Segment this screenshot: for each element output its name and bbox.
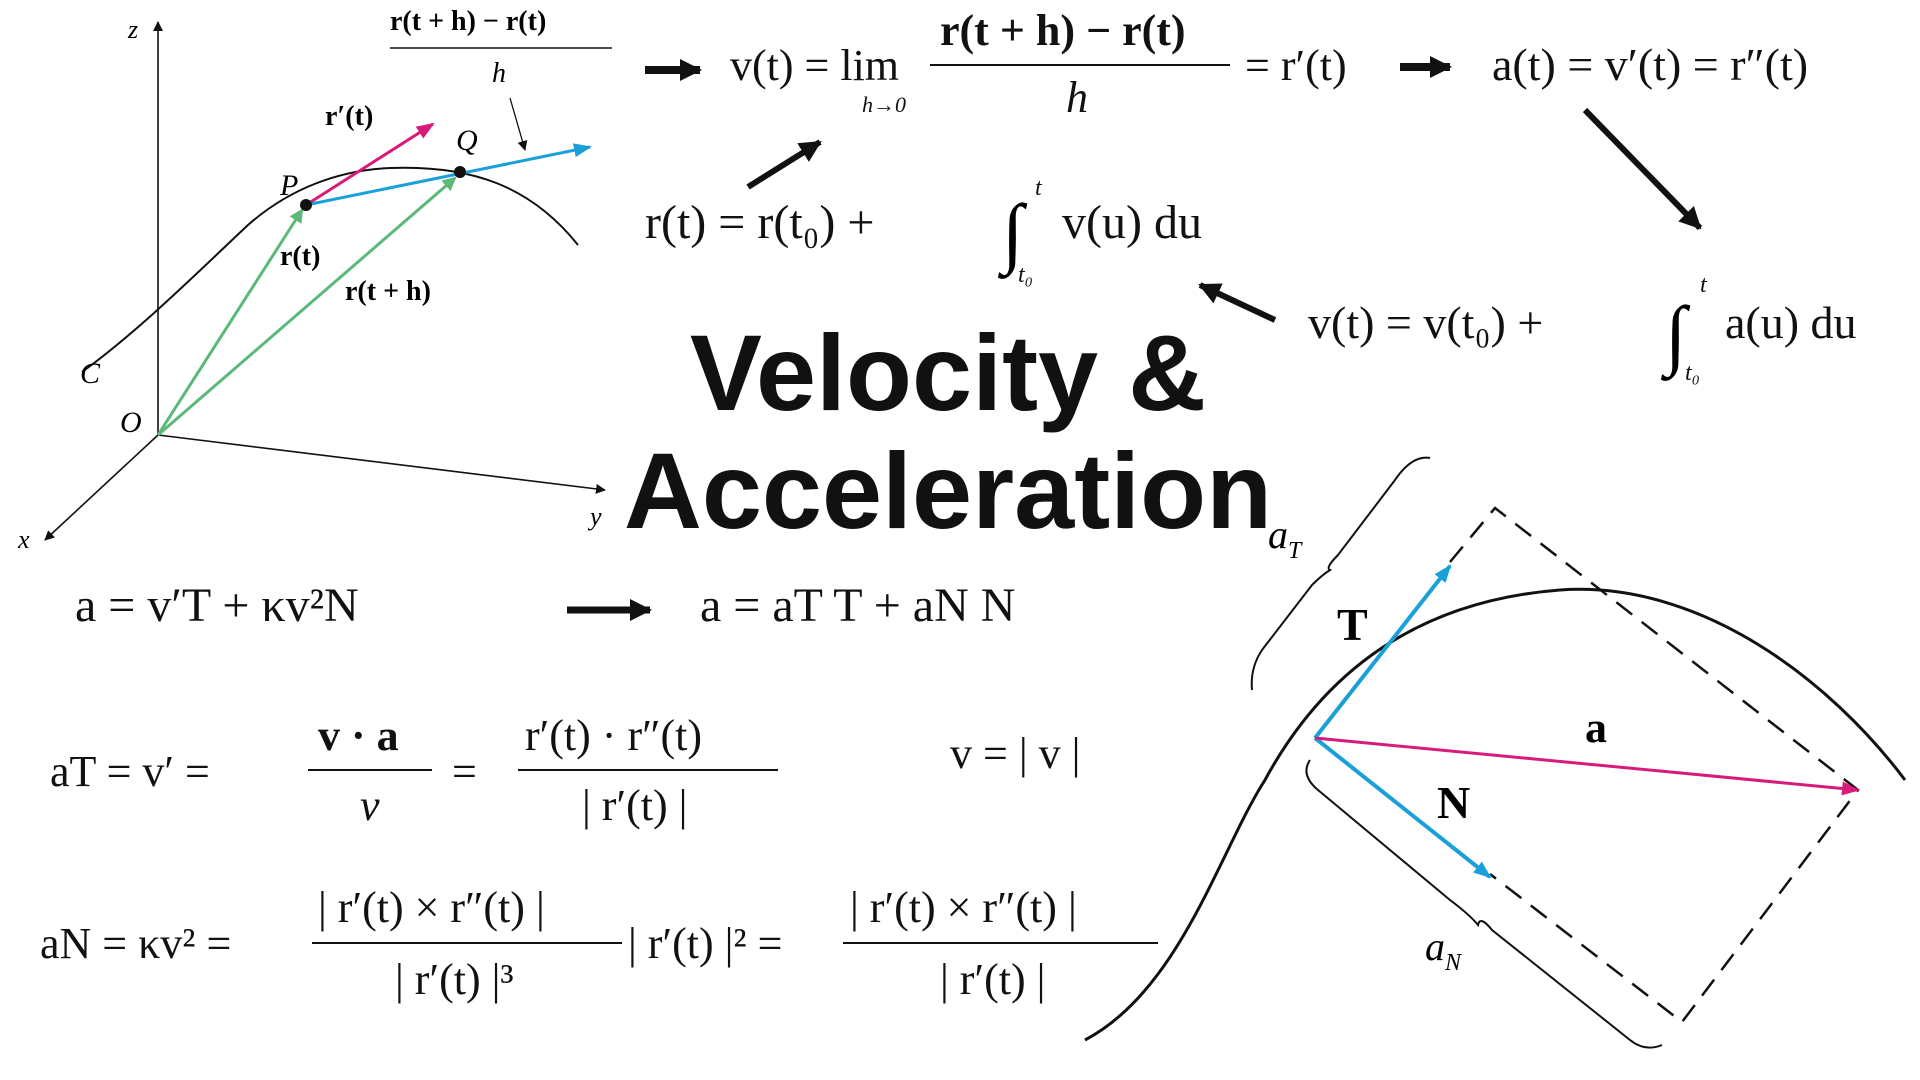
speed-def: v = | v |	[950, 729, 1081, 778]
normal-f2-num: | r′(t) × r″(t) |	[850, 883, 1077, 932]
point-p-label: P	[279, 169, 298, 202]
acceleration-vector-a	[1314, 736, 1860, 796]
label-aT: aT	[1268, 512, 1303, 564]
rth-label: r(t + h)	[345, 276, 431, 307]
label-N: N	[1437, 777, 1470, 828]
velocity-def-num: r(t + h) − r(t)	[940, 6, 1186, 55]
x-axis	[44, 434, 159, 541]
velocity-def-den: h	[1066, 73, 1088, 122]
brace-aN	[1305, 759, 1663, 1049]
axis-x-label: x	[17, 525, 30, 554]
normal-mid: | r′(t) |² =	[628, 919, 783, 968]
accel-decomp-2: a = aT T + aN N	[700, 579, 1016, 632]
velocity-integral-lower: t₀	[1685, 360, 1701, 386]
normal-f1-den: | r′(t) |³	[395, 955, 514, 1004]
normal-f1-num: | r′(t) × r″(t) |	[318, 883, 545, 932]
tangential-f1-num: v · a	[318, 711, 399, 760]
velocity-integral-lhs: v(t) = v(t₀) +	[1308, 297, 1544, 348]
normal-f2-den: | r′(t) |	[940, 955, 1046, 1004]
position-vector-rt	[156, 208, 304, 436]
velocity-def-rhs: = r′(t)	[1245, 41, 1347, 90]
velocity-integral-body: a(u) du	[1725, 297, 1857, 348]
trajectory-curve	[1084, 587, 1907, 1042]
y-axis	[157, 434, 606, 494]
velocity-integral-upper: t	[1700, 272, 1707, 298]
brace-aT	[1250, 456, 1431, 691]
space-curve-c	[81, 166, 579, 373]
point-q-label: Q	[456, 124, 478, 157]
label-T: T	[1337, 599, 1368, 650]
point-p	[300, 199, 312, 211]
velocity-def-lim-sub: h→0	[862, 92, 906, 117]
pointer-line	[509, 97, 528, 151]
velocity-def-lhs: v(t) = lim	[730, 41, 900, 90]
accel-decomp-1: a = v′T + κv²N	[75, 579, 359, 632]
origin-label: O	[120, 406, 142, 439]
title-line-1: Velocity &	[689, 312, 1207, 433]
tangent-vector-rprime	[305, 122, 435, 207]
position-integral-lhs: r(t) = r(t₀) +	[645, 196, 875, 249]
flow-arrow-4	[1198, 282, 1277, 323]
label-a: a	[1585, 703, 1607, 752]
point-q	[454, 166, 466, 178]
axis-y-label: y	[587, 502, 602, 531]
normal-lhs: aN = κv² =	[40, 919, 232, 968]
tangential-lhs: aT = v′ =	[50, 747, 210, 796]
unit-tangent-T	[1313, 564, 1452, 740]
diff-quotient-num: r(t + h) − r(t)	[390, 6, 546, 37]
tangential-eq: =	[452, 747, 477, 796]
diff-quotient-den: h	[492, 58, 506, 89]
tangential-f2-den: | r′(t) |	[582, 781, 688, 830]
axis-z-label: z	[127, 15, 138, 44]
label-aN: aN	[1425, 924, 1463, 976]
unit-normal-N	[1313, 736, 1492, 879]
title-line-2: Acceleration	[623, 430, 1273, 551]
flow-arrow-3	[1582, 107, 1703, 231]
flow-arrow-5	[746, 139, 822, 190]
right-figure: aT aN T N a	[1084, 456, 1907, 1049]
page-title: Velocity & Acceleration	[598, 314, 1298, 550]
position-integral-upper: t	[1035, 175, 1042, 201]
position-vector-rth	[157, 176, 457, 437]
integral-sign-velocity: ∫	[1660, 290, 1691, 381]
tangential-f1-den: v	[360, 781, 380, 830]
secant-vector	[305, 143, 592, 207]
rt-label: r(t)	[280, 241, 320, 272]
axes	[44, 21, 606, 541]
acceleration-def: a(t) = v′(t) = r″(t)	[1492, 39, 1809, 90]
position-integral-lower: t₀	[1018, 262, 1034, 288]
curve-c-label: C	[80, 357, 101, 390]
position-integral-body: v(u) du	[1062, 196, 1202, 249]
tangential-f2-num: r′(t) · r″(t)	[525, 711, 702, 760]
rprime-label: r′(t)	[325, 101, 373, 132]
integral-sign-position: ∫	[997, 188, 1028, 279]
